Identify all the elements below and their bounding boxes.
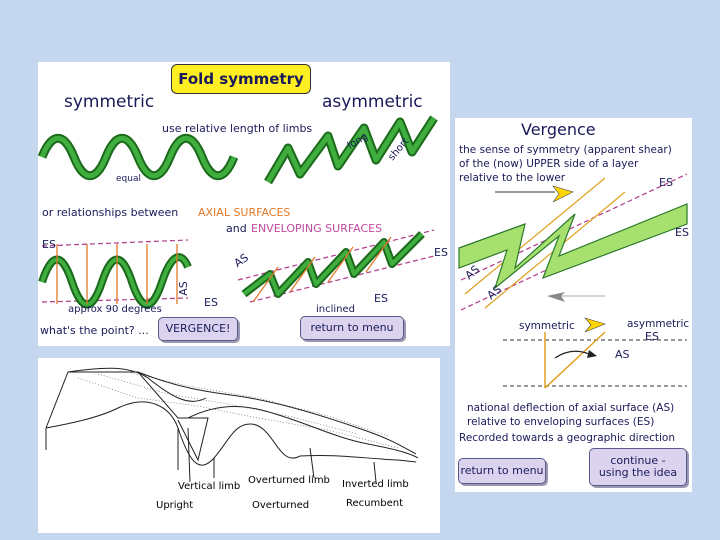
vergence-es-mid-label: ES xyxy=(645,330,659,343)
block-fold-hatching xyxy=(77,371,399,449)
label-es-right: ES xyxy=(434,246,448,259)
label-upright: Upright xyxy=(156,500,194,511)
vergence-as-mid-label: AS xyxy=(615,348,630,361)
enveloping-surface-top xyxy=(41,239,189,247)
deflection-arrow xyxy=(554,350,590,359)
vergence-folded-layer xyxy=(458,203,688,290)
symmetric-fold xyxy=(39,135,237,179)
continue-button[interactable]: continue - using the idea xyxy=(589,448,687,486)
label-vertical-limb: Vertical limb xyxy=(178,481,241,492)
label-whats-point: what's the point? ... xyxy=(40,324,149,337)
return-to-menu-button-fold[interactable]: return to menu xyxy=(300,316,404,340)
label-es-bottom-right: ES xyxy=(374,292,388,305)
fold-block-diagram-panel: Vertical limb Overturned limb Inverted l… xyxy=(38,358,440,533)
enveloping-surface-bottom xyxy=(41,297,189,303)
block-fold-outlines xyxy=(45,367,419,478)
label-equal: equal xyxy=(116,174,141,184)
lower-asymmetric-fold xyxy=(242,232,424,296)
label-inverted-limb: Inverted limb xyxy=(342,479,409,490)
vergence-diagram xyxy=(458,173,688,389)
asymmetric-arrow xyxy=(584,317,606,333)
limb-pointer-lines xyxy=(187,427,377,483)
label-use-limbs: use relative length of limbs xyxy=(162,122,313,135)
axial-surfaces-inclined xyxy=(252,236,392,303)
continue-button-line-1: continue - xyxy=(610,454,666,467)
fold-block-diagram xyxy=(45,367,419,483)
label-recumbent: Recumbent xyxy=(346,498,403,509)
vergence-as-1 xyxy=(464,177,606,295)
fold-symmetry-diagram xyxy=(38,115,438,309)
vergence-symmetric-label: symmetric xyxy=(519,320,575,332)
vergence-note-1: national deflection of axial surface (AS… xyxy=(467,402,675,414)
label-overturned-limb: Overturned limb xyxy=(248,475,330,486)
deflection-arrowhead xyxy=(587,350,597,358)
vergence-desc-1: the sense of symmetry (apparent shear) xyxy=(459,144,672,156)
return-to-menu-button-vergence[interactable]: return to menu xyxy=(458,458,546,484)
label-relationships: or relationships between xyxy=(42,206,179,219)
fold-symmetry-title: Fold symmetry xyxy=(171,64,311,94)
label-as-left: AS xyxy=(176,281,190,296)
label-asymmetric: asymmetric xyxy=(322,92,423,112)
label-and: and xyxy=(226,222,247,235)
shear-arrow-top xyxy=(552,185,574,203)
vergence-es-right-label: ES xyxy=(675,226,689,239)
vergence-panel: Vergence the sense of symmetry (apparent… xyxy=(455,118,692,492)
axial-surfaces-symmetric xyxy=(56,244,178,304)
vergence-asymmetric-label: asymmetric xyxy=(627,318,690,330)
vergence-note-2: relative to enveloping surfaces (ES) xyxy=(467,416,655,428)
vergence-button[interactable]: VERGENCE! xyxy=(158,317,238,341)
vergence-es-upper xyxy=(460,173,688,281)
label-enveloping-surfaces: ENVELOPING SURFACES xyxy=(251,222,383,235)
shear-arrow-bottom xyxy=(547,292,565,302)
vergence-title: Vergence xyxy=(521,120,596,139)
vergence-es-top-label: ES xyxy=(659,176,673,189)
label-overturned: Overturned xyxy=(252,500,310,511)
label-symmetric: symmetric xyxy=(64,92,155,112)
asymmetric-fold xyxy=(265,116,437,184)
vergence-note-3: Recorded towards a geographic direction xyxy=(459,432,676,444)
vergence-desc-2: of the (now) UPPER side of a layer xyxy=(459,158,639,170)
label-inclined: inclined xyxy=(316,304,356,315)
label-approx: approx 90 degrees xyxy=(68,304,162,315)
lower-symmetric-fold xyxy=(40,255,190,307)
fold-symmetry-panel: Fold symmetry symmetric asymmetric use r… xyxy=(38,62,450,346)
continue-button-line-2: using the idea xyxy=(598,466,678,479)
label-es-bottom-left: ES xyxy=(204,296,218,309)
vergence-desc-3: relative to the lower xyxy=(459,172,566,184)
as-deflected xyxy=(544,331,606,389)
label-axial-surfaces: AXIAL SURFACES xyxy=(198,206,291,219)
label-es-left: ES xyxy=(42,238,56,251)
